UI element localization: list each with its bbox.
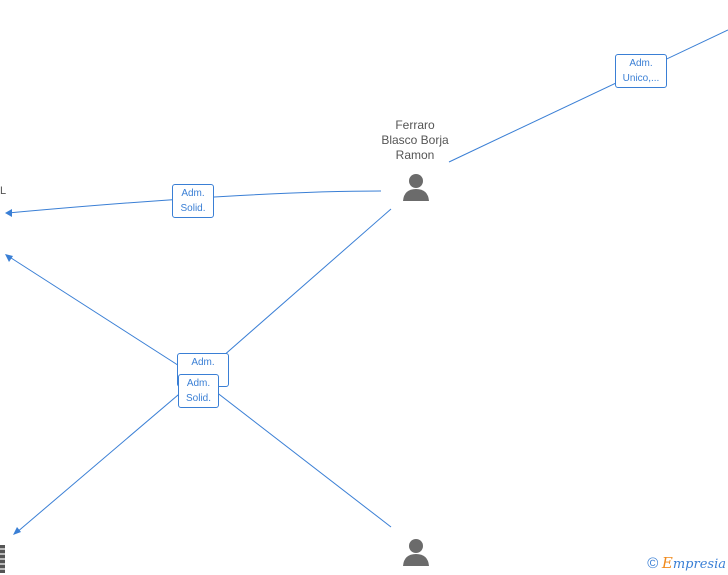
brand-initial: E <box>661 554 673 572</box>
role-line-1: Adm. <box>191 357 215 368</box>
person-name-line-3: Ramon <box>395 148 435 162</box>
arrow-upper-left <box>5 254 13 262</box>
role-line-1: Adm. <box>186 378 211 389</box>
person-name-line-2: Blasco Borja <box>381 133 449 147</box>
role-badge-adm-unico[interactable]: Adm. Unico,... <box>615 54 667 88</box>
role-badge-adm-solid-left[interactable]: Adm. Solid. <box>172 184 214 218</box>
edge-person-to-junction <box>197 208 392 379</box>
role-badge-adm-solid-center[interactable]: Adm. Solid. <box>178 374 219 408</box>
role-line-1: Adm. <box>629 58 653 69</box>
role-line-1: Adm. <box>181 188 205 199</box>
edge-junction-to-lower-left <box>15 377 199 534</box>
brand-logo[interactable]: © Empresia <box>647 554 726 572</box>
role-line-2: Unico,... <box>622 73 660 84</box>
person-icon[interactable] <box>401 537 431 567</box>
arrow-lower-left <box>13 527 21 535</box>
role-line-2: Solid. <box>180 203 206 214</box>
person-icon[interactable] <box>401 172 431 202</box>
role-line-2: Solid. <box>185 393 211 404</box>
brand-name: mpresia <box>672 557 726 572</box>
copyright-icon: © <box>647 555 659 572</box>
zoom-control-handle[interactable] <box>0 545 5 573</box>
edge-junction-to-bottom-person <box>197 377 392 528</box>
person-name-ferraro[interactable]: Ferraro Blasco Borja Ramon <box>370 118 460 163</box>
person-name-line-1: Ferraro <box>395 118 435 132</box>
arrow-left-upper <box>5 209 12 217</box>
edge-person-to-left <box>7 190 382 214</box>
edge-label-left-cut: L <box>0 185 7 197</box>
edge-junction-to-upper-left <box>7 255 199 379</box>
edge-person-to-top-right <box>448 29 728 163</box>
